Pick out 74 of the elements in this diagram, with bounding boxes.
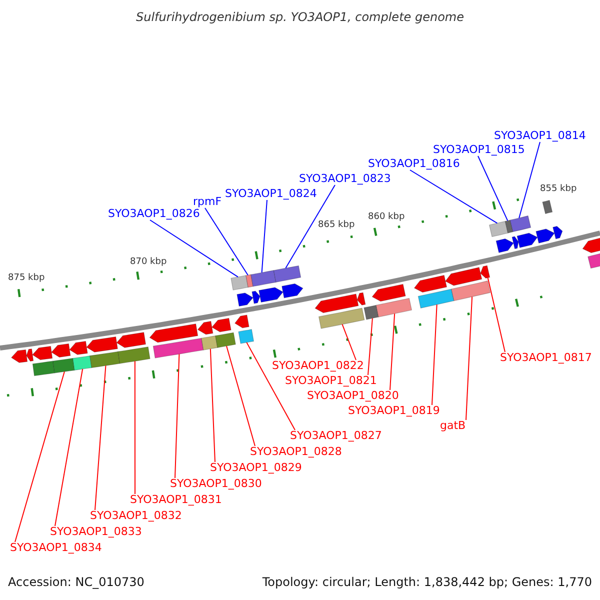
gene-bar [118,346,150,364]
gene-bar [542,200,553,214]
gene-bar [72,355,92,371]
leader-line [94,365,106,510]
leader-line [210,348,216,462]
gene-bar [201,335,218,350]
leader-line [14,371,65,542]
gene-bar [215,332,236,348]
gene-label: SYO3AOP1_0833 [50,526,142,538]
scale-label: 855 kbp [540,184,577,195]
gene-bar [488,220,508,238]
leader-line [410,170,498,224]
leader-line [487,277,506,352]
leader-line [261,200,268,274]
leader-line [204,208,248,276]
title: Sulfurihydrogenibium sp. YO3AOP1, complete genome [135,10,465,24]
gene-bar [90,351,120,368]
gene-bar [588,252,600,269]
gene-label: SYO3AOP1_0829 [210,462,302,474]
leader-line [150,220,238,278]
gene-bar [364,304,379,320]
gene-bar [273,265,302,283]
gene-bar [152,338,204,358]
gene-label: SYO3AOP1_0822 [272,360,364,372]
leader-line [54,368,84,526]
leader-line [518,142,540,218]
gene-label: SYO3AOP1_0830 [170,478,262,490]
gene-bar [504,220,514,234]
accession-note: Accession: NC_010730 [8,575,144,589]
gene-bar [32,360,55,376]
gene-label: SYO3AOP1_0823 [299,173,391,185]
leader-line [246,342,296,430]
gene-feature [480,265,490,279]
gene-bar [250,270,276,287]
gene-bar [418,288,454,308]
gene-label: SYO3AOP1_0827 [290,430,382,442]
gene-label: SYO3AOP1_0826 [108,208,200,220]
leader-line [432,304,438,406]
gene-label: SYO3AOP1_0834 [10,542,102,554]
gene-label: rpmF [193,196,222,208]
leader-line [478,156,508,222]
leader-line [368,318,373,376]
gene-bar [52,358,75,374]
gene-label: SYO3AOP1_0816 [368,158,460,170]
gene-label: SYO3AOP1_0832 [90,510,182,522]
gene-label: SYO3AOP1_0817 [500,352,592,364]
leader-line [466,296,473,420]
gene-bar [450,280,491,302]
gene-label: SYO3AOP1_0815 [433,144,525,156]
gene-label: SYO3AOP1_0831 [130,494,222,506]
leader-line [342,324,356,360]
gene-bar [246,274,254,288]
scale-label: 870 kbp [130,257,167,268]
scale-label: 860 kbp [368,212,405,223]
gene-label: SYO3AOP1_0820 [307,390,399,402]
scale-label: 875 kbp [8,273,45,284]
leader-line [226,346,256,446]
gene-label: SYO3AOP1_0814 [494,130,586,142]
leader-line [285,184,336,269]
leader-line [174,354,180,478]
scale-label: 865 kbp [318,220,355,231]
genome-summary: Topology: circular; Length: 1,838,442 bp; Genes: 1,770 [262,575,592,589]
gene-label: SYO3AOP1_0819 [348,405,440,417]
gene-bar [318,308,365,329]
gene-bar [238,329,254,344]
gene-bar [510,215,532,232]
gene-label: SYO3AOP1_0824 [225,188,317,200]
gene-label: SYO3AOP1_0821 [285,375,377,387]
leader-line [134,360,136,494]
leader-line [390,313,396,390]
gene-label: gatB [440,420,466,432]
gene-bar [376,298,412,318]
gene-label: SYO3AOP1_0828 [250,446,342,458]
gene-bar [230,275,248,290]
